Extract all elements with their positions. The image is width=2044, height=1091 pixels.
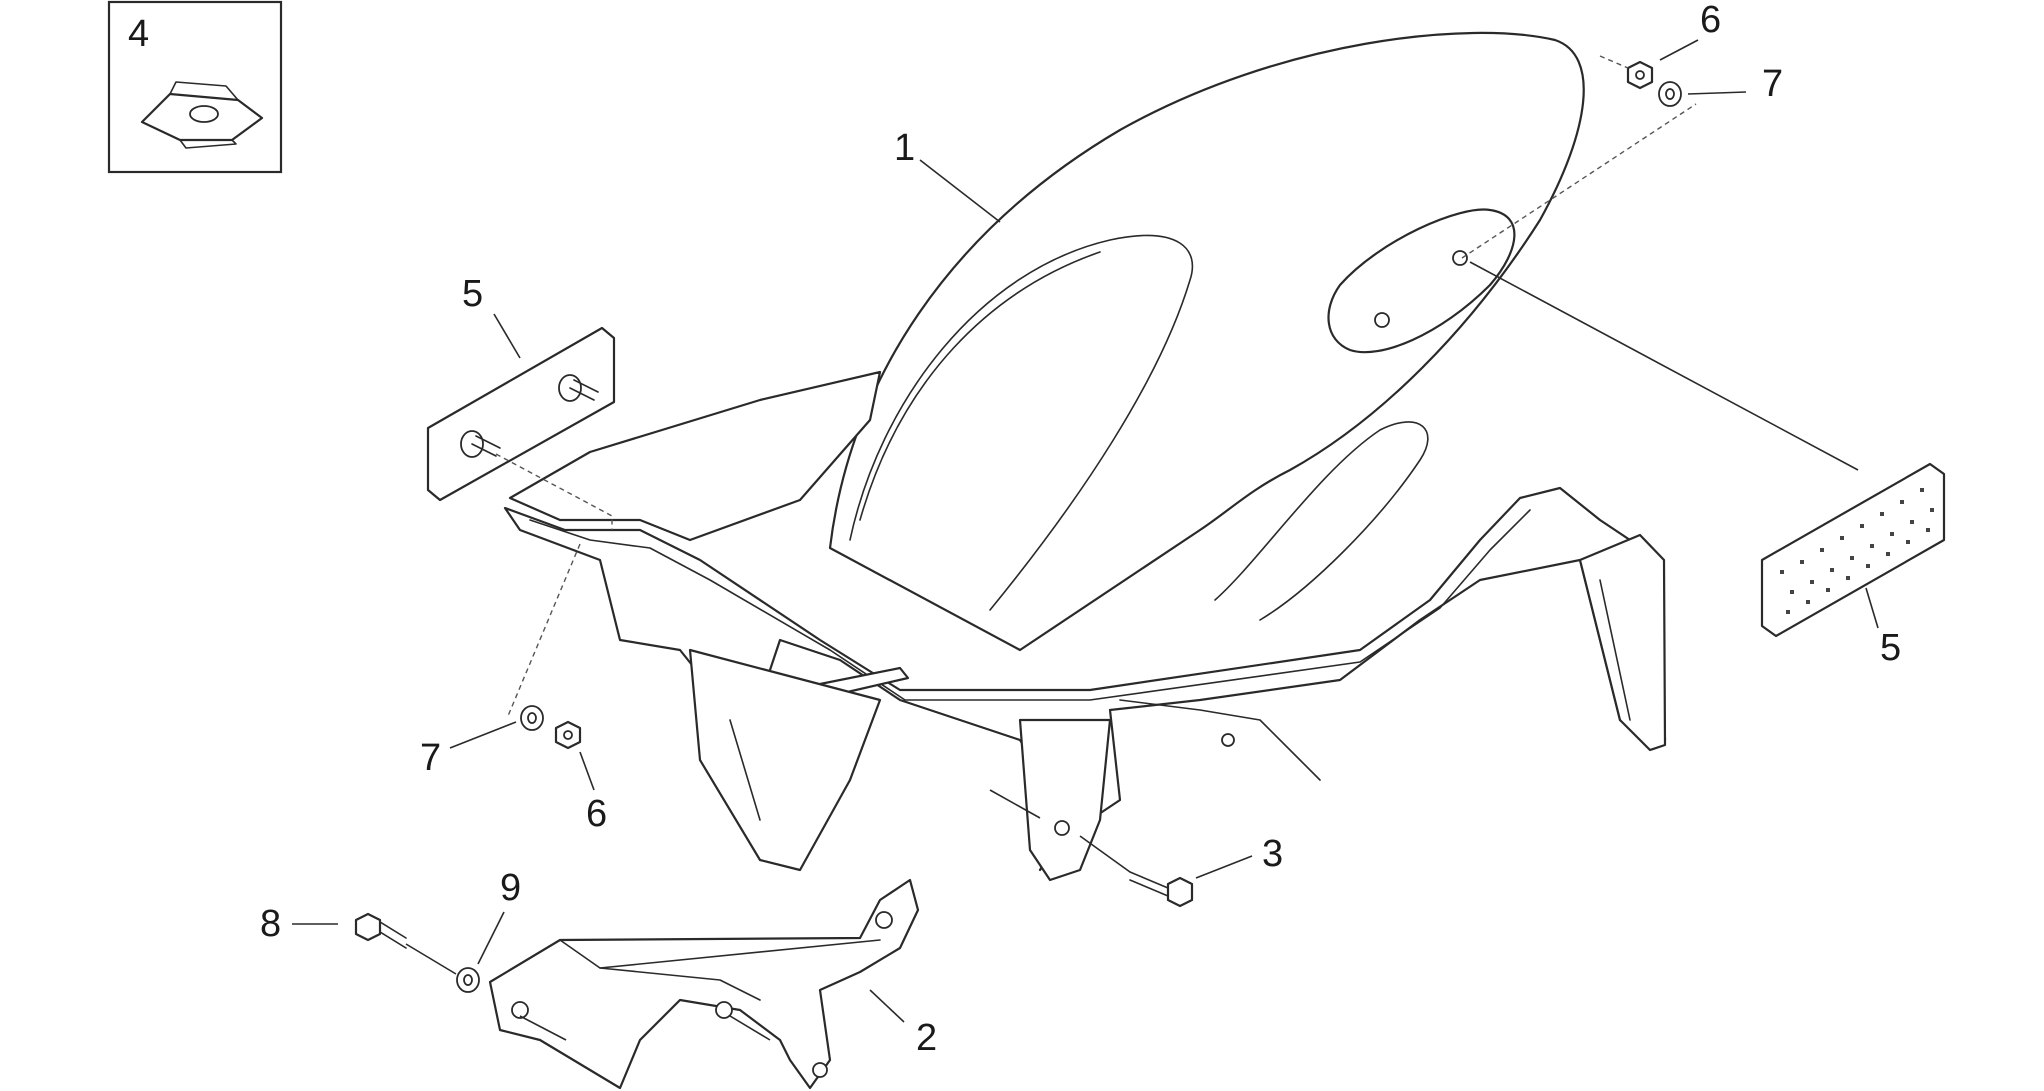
- washer-icon: [1658, 81, 1682, 107]
- clip-nut-icon: [140, 81, 264, 149]
- washer-icon: [520, 705, 544, 731]
- callout-5-right: 5: [1880, 627, 1901, 669]
- nut-icon: [1626, 60, 1654, 90]
- callout-8: 8: [260, 903, 281, 945]
- callout-6-lower: 6: [586, 793, 607, 835]
- washer-icon: [456, 967, 480, 993]
- stud-icon: [460, 374, 599, 458]
- rear-mudguard: [503, 31, 1667, 882]
- callout-6-top: 6: [1700, 0, 1721, 41]
- callout-9: 9: [500, 867, 521, 909]
- callout-4: 4: [128, 13, 149, 55]
- nut-washer-lower: 7 6: [420, 705, 607, 835]
- nut-icon: [554, 720, 582, 750]
- bolt-icon: [354, 912, 407, 949]
- bracket: 2: [488, 878, 937, 1090]
- callout-3: 3: [1262, 833, 1283, 875]
- assembly-lines: [405, 55, 1859, 1041]
- callout-5-left: 5: [462, 273, 483, 315]
- screw-washer-bracket: 8 9: [260, 867, 521, 993]
- callout-7-top: 7: [1762, 63, 1783, 105]
- screw-front: 3: [1129, 833, 1283, 908]
- callout-7-lower: 7: [420, 737, 441, 779]
- callout-1: 1: [894, 127, 915, 169]
- reflector-left: 5: [426, 273, 616, 502]
- bolt-icon: [1129, 871, 1194, 908]
- reflector-right: 5: [1760, 462, 1946, 669]
- clip-nut-inset: 4: [107, 0, 283, 174]
- rear-mudguard-label: 1: [894, 127, 1001, 223]
- callout-2: 2: [916, 1017, 937, 1059]
- nut-washer-top: 6 7: [1626, 0, 1783, 107]
